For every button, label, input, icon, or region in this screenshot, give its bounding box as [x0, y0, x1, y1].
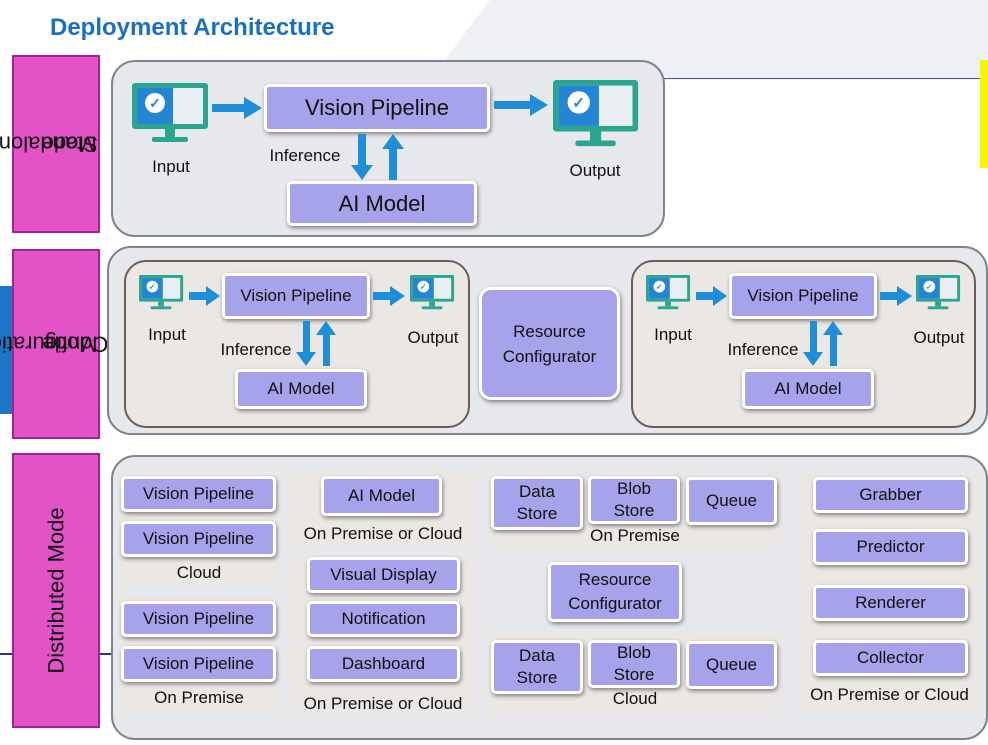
standalone-vision-pipeline-box[interactable]: Vision Pipeline — [264, 84, 490, 132]
premise-data-store-box[interactable]: Data Store — [491, 476, 583, 530]
arrow-icon — [803, 321, 823, 366]
distributed-ai-model-caption: On Premise or Cloud — [303, 524, 463, 543]
page-title: Deployment Architecture — [50, 14, 335, 41]
arrow-icon — [382, 134, 404, 180]
arrow-icon — [696, 286, 727, 306]
resource-configurator-line: Resource — [513, 321, 586, 341]
monitor-check-icon: ✓ — [916, 275, 961, 310]
config-left-vision-pipeline-box[interactable]: Vision Pipeline — [222, 273, 370, 319]
cloud-vision-pipeline-box[interactable]: Vision Pipeline — [121, 521, 276, 557]
arrow-icon — [494, 94, 548, 116]
config-left-output-label: Output — [407, 328, 459, 347]
monitor-check-icon: ✓ — [646, 275, 691, 310]
standalone-inference-label: Inference — [269, 146, 341, 165]
grabber-box[interactable]: Grabber — [813, 477, 968, 513]
resource-configurator-line: Resource — [578, 570, 652, 589]
dashboard-box[interactable]: Dashboard — [307, 646, 460, 682]
distributed-ai-model-box[interactable]: AI Model — [321, 476, 442, 516]
workers-caption: On Premise or Cloud — [810, 685, 969, 704]
distributed-resource-configurator-box[interactable]: Resource Configurator — [548, 562, 682, 622]
yellow-accent-bar — [980, 60, 988, 168]
data-store-line: Data — [519, 646, 555, 665]
config-left-inference-label: Inference — [220, 340, 292, 359]
mode-label-distributed: Distributed Mode — [12, 453, 100, 728]
monitor-check-icon: ✓ — [139, 275, 184, 310]
config-left-input-label: Input — [148, 325, 186, 344]
standalone-output-label: Output — [569, 161, 621, 180]
arrow-icon — [823, 321, 843, 366]
cloud-data-store-box[interactable]: Data Store — [491, 640, 583, 694]
config-right-ai-model-box[interactable]: AI Model — [742, 369, 874, 409]
config-right-vision-pipeline-box[interactable]: Vision Pipeline — [729, 273, 877, 319]
header-rule — [640, 78, 988, 79]
config-right-inference-label: Inference — [727, 340, 799, 359]
data-store-line: Store — [516, 668, 558, 687]
data-store-line: Store — [516, 504, 558, 523]
monitor-check-icon: ✓ — [553, 80, 639, 147]
blob-store-line: Blob — [616, 643, 652, 662]
monitor-check-icon: ✓ — [410, 275, 455, 310]
blob-store-line: Store — [613, 665, 655, 684]
premise-pipelines-caption: On Premise — [154, 688, 244, 707]
premise-vision-pipeline-box[interactable]: Vision Pipeline — [121, 601, 276, 637]
predictor-box[interactable]: Predictor — [813, 529, 968, 565]
cloud-vision-pipeline-box[interactable]: Vision Pipeline — [121, 476, 276, 512]
config-right-input-label: Input — [654, 325, 692, 344]
arrow-icon — [351, 134, 373, 180]
cloud-blob-store-box[interactable]: Blob Store — [588, 640, 680, 688]
premise-storage-caption: On Premise — [590, 526, 680, 545]
premise-vision-pipeline-box[interactable]: Vision Pipeline — [121, 646, 276, 682]
blob-store-line: Blob — [616, 479, 652, 498]
distributed-outputs-caption: On Premise or Cloud — [303, 694, 463, 713]
arrow-icon — [373, 286, 405, 306]
cloud-storage-caption: Cloud — [612, 689, 658, 708]
standalone-ai-model-box[interactable]: AI Model — [287, 181, 477, 226]
notification-box[interactable]: Notification — [307, 601, 460, 637]
data-store-line: Data — [519, 482, 555, 501]
arrow-icon — [296, 321, 316, 366]
arrow-icon — [316, 321, 336, 366]
blob-store-line: Store — [613, 501, 655, 520]
standalone-input-label: Input — [152, 157, 190, 176]
arrow-icon — [880, 286, 912, 306]
renderer-box[interactable]: Renderer — [813, 585, 968, 621]
mode-label-standalone: StandaloneMode — [0, 55, 100, 233]
premise-queue-box[interactable]: Queue — [686, 477, 777, 525]
mode-label-configuration: ConfigurationMode — [0, 249, 108, 439]
monitor-check-icon: ✓ — [132, 83, 208, 143]
collector-box[interactable]: Collector — [813, 640, 968, 676]
arrow-icon — [212, 97, 262, 119]
cloud-pipelines-caption: Cloud — [176, 563, 222, 582]
cloud-queue-box[interactable]: Queue — [686, 641, 777, 689]
arrow-icon — [189, 286, 220, 306]
visual-display-box[interactable]: Visual Display — [307, 557, 460, 593]
blue-accent-bar — [0, 286, 14, 414]
resource-configurator-line: Configurator — [502, 346, 597, 366]
config-resource-configurator-box[interactable]: Resource Configurator — [479, 287, 620, 400]
config-right-output-label: Output — [913, 328, 965, 347]
premise-blob-store-box[interactable]: Blob Store — [588, 476, 680, 524]
config-left-ai-model-box[interactable]: AI Model — [235, 369, 367, 409]
resource-configurator-line: Configurator — [568, 594, 662, 613]
